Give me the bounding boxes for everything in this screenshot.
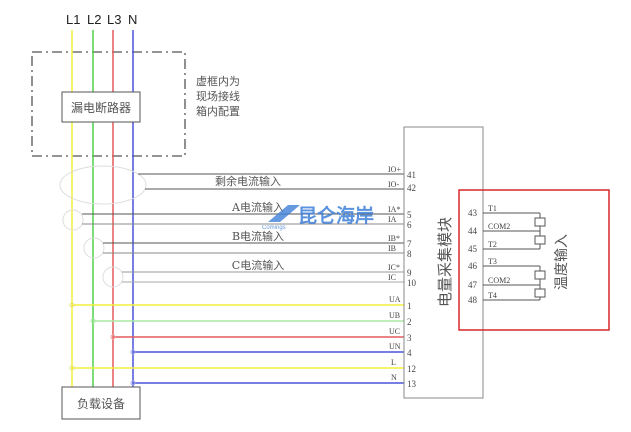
pin-42: 42 [407, 183, 416, 193]
ct-a [62, 209, 84, 231]
label-residual-current: 剩余电流输入 [215, 174, 281, 188]
pin-4: 4 [407, 348, 412, 358]
term-un: UN [389, 342, 401, 351]
module-box [403, 126, 484, 399]
junction-un [130, 349, 136, 355]
temperature-label: 温度输入 [554, 234, 570, 290]
term-ic: IC [388, 273, 396, 282]
term-ic-star: IC* [388, 263, 400, 272]
junction-l [69, 365, 75, 371]
term-ib-star: IB* [388, 234, 400, 243]
term-l: L [391, 358, 396, 367]
junction-uc [110, 334, 116, 340]
junction-ua [69, 302, 75, 308]
term-ua: UA [389, 295, 401, 304]
phase-label-l2: L2 [87, 12, 101, 27]
pin-47: 47 [468, 280, 478, 290]
term-ia-star: IA* [388, 205, 400, 214]
term-uc: UC [389, 327, 400, 336]
junction-n [130, 380, 136, 386]
pin-9: 9 [407, 268, 412, 278]
term-ub: UB [389, 311, 400, 320]
sensor-3-icon [534, 270, 546, 280]
term-t2: T2 [488, 240, 497, 249]
load-box [61, 386, 141, 420]
label-a-current: A电流输入 [231, 200, 284, 214]
note-line-2: 现场接线 [196, 89, 240, 103]
pin-43: 43 [468, 208, 478, 218]
watermark-sub: Comings [262, 225, 286, 231]
pin-46: 46 [468, 261, 478, 271]
note-line-1: 虚框内为 [196, 74, 240, 88]
pin-10: 10 [407, 278, 417, 288]
term-io-minus: IO- [388, 180, 399, 189]
phase-label-l3: L3 [107, 12, 121, 27]
label-c-current: C电流输入 [232, 258, 284, 272]
label-b-current: B电流输入 [232, 229, 284, 243]
sensor-2-icon [534, 235, 546, 245]
residual-ct [59, 165, 147, 205]
term-com2-a: COM2 [488, 222, 510, 231]
term-ia: IA [388, 215, 397, 224]
pin-2: 2 [407, 317, 412, 327]
load-label: 负载设备 [77, 397, 125, 411]
watermark-logo-icon [268, 205, 300, 222]
term-t4: T4 [488, 291, 497, 300]
watermark-text: 昆仑海岸 [298, 204, 374, 227]
pin-12: 12 [407, 364, 416, 374]
pin-5: 5 [407, 210, 412, 220]
pin-1: 1 [407, 301, 412, 311]
term-ib: IB [388, 244, 396, 253]
phase-label-l1: L1 [66, 12, 80, 27]
pin-44: 44 [468, 226, 478, 236]
term-com2-b: COM2 [488, 276, 510, 285]
pin-13: 13 [407, 379, 417, 389]
pin-6: 6 [407, 220, 412, 230]
sensor-1-icon [534, 217, 546, 227]
pin-41: 41 [407, 170, 416, 180]
ct-c [102, 266, 124, 288]
term-t1: T1 [488, 204, 497, 213]
breaker-label: 漏电断路器 [71, 100, 131, 115]
phase-label-n: N [128, 12, 137, 27]
term-io-plus: IO+ [388, 165, 401, 174]
pin-8: 8 [407, 249, 412, 259]
pin-48: 48 [468, 295, 478, 305]
field-box-dashed-border [31, 51, 186, 157]
pin-3: 3 [407, 333, 412, 343]
term-n: N [391, 373, 397, 382]
note-line-3: 箱内配置 [196, 104, 240, 118]
ct-b [83, 237, 105, 259]
pin-45: 45 [468, 244, 478, 254]
module-label: 电量采集模块 [436, 217, 454, 307]
temperature-box [458, 189, 610, 331]
watermark: 昆仑海岸 Comings [262, 204, 374, 231]
junction-ub [90, 318, 96, 324]
sensor-4-icon [534, 288, 546, 298]
breaker-box [61, 91, 141, 123]
pin-7: 7 [407, 239, 412, 249]
term-t3: T3 [488, 257, 497, 266]
